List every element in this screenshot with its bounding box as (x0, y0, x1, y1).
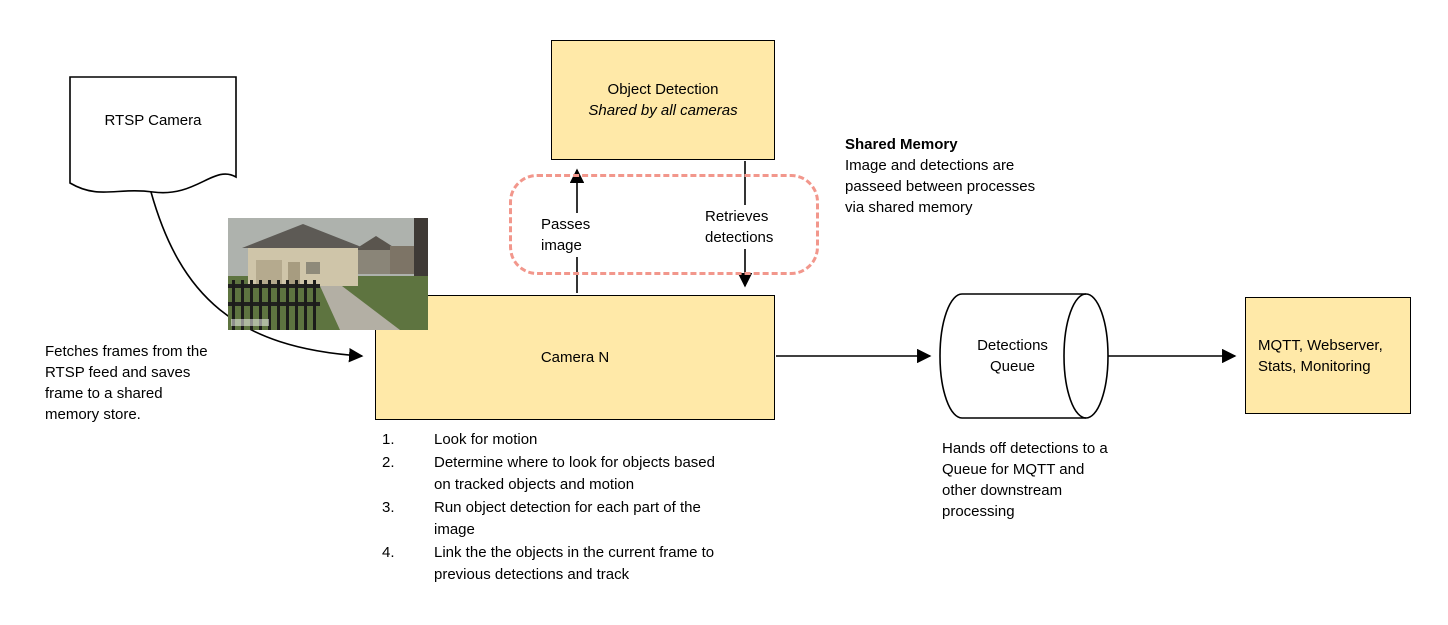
camera-step: 3. Run object detection for each part of… (382, 497, 742, 541)
camera-step: 2. Determine where to look for objects b… (382, 452, 742, 496)
queue-handoff-note: Hands off detections to a Queue for MQTT… (942, 440, 1108, 520)
step-number: 1. (382, 431, 395, 448)
mqtt-box: MQTT, Webserver, Stats, Monitoring (1245, 297, 1411, 414)
rtsp-camera-label: RTSP Camera (104, 111, 202, 129)
camera-n-box: Camera N (375, 295, 775, 420)
shared-memory-region (509, 174, 819, 275)
object-detection-box: Object Detection Shared by all cameras (551, 40, 775, 160)
passes-image-label: Passes image (539, 213, 601, 257)
step-text: Run object detection for each part of th… (434, 499, 701, 538)
step-number: 4. (382, 544, 395, 561)
retrieves-detections-label: Retrieves detections (703, 205, 787, 249)
camera-snapshot-image (228, 218, 428, 330)
camera-steps-list: 1. Look for motion 2. Determine where to… (382, 429, 742, 586)
step-text: Look for motion (434, 431, 538, 448)
detections-queue-label: Detections Queue (977, 337, 1048, 375)
mqtt-box-label: MQTT, Webserver, Stats, Monitoring (1258, 336, 1383, 375)
shared-memory-note-title: Shared Memory (845, 136, 958, 153)
camera-snapshot (228, 218, 428, 330)
step-text: Determine where to look for objects base… (434, 454, 715, 493)
camera-step: 4. Link the the objects in the current f… (382, 542, 742, 586)
object-detection-title: Object Detection (607, 81, 719, 98)
shared-memory-note-body: Image and detections are passeed between… (845, 157, 1036, 216)
camera-n-label: Camera N (540, 349, 610, 366)
camera-step: 1. Look for motion (382, 429, 742, 451)
fetch-frames-note: Fetches frames from the RTSP feed and sa… (45, 343, 208, 423)
shared-memory-note: Shared Memory Image and detections are p… (845, 134, 1040, 218)
object-detection-subtitle: Shared by all cameras (588, 102, 738, 119)
step-number: 2. (382, 454, 395, 471)
step-text: Link the the objects in the current fram… (434, 544, 715, 583)
step-number: 3. (382, 499, 395, 516)
